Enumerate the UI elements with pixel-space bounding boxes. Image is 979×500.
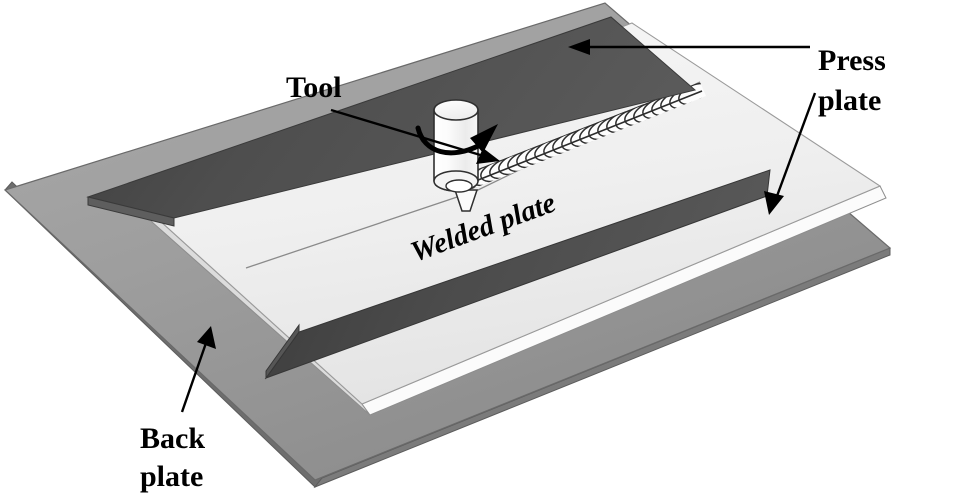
welded-plate [146, 22, 887, 416]
press-plate-leader-arrowhead [568, 39, 590, 55]
tool-shoulder-inner [445, 179, 473, 193]
back-plate-leader-arrowhead [197, 326, 216, 349]
rotation-arrow [415, 124, 498, 156]
label-press-plate-line1: Press [818, 44, 886, 77]
press-plate-leader-line-2 [775, 92, 817, 197]
press-plate-upper [86, 16, 697, 227]
press-plate-lower [264, 169, 771, 380]
back-plate-leader-line [180, 342, 208, 413]
tool-top-cap [433, 99, 479, 121]
fsw-tool [433, 99, 479, 212]
press-plate-lower-bar-end [265, 323, 300, 380]
tool-leader-line [330, 108, 488, 159]
label-back-plate-line2: plate [140, 460, 203, 493]
label-press-plate-line2: plate [818, 84, 881, 117]
rotation-arrow-curve [415, 125, 483, 156]
tool-leader-arrowhead [476, 148, 500, 164]
rotation-arrow-head [470, 124, 498, 153]
press-plate-upper-bar-front [87, 196, 175, 227]
leader-lines [180, 39, 817, 413]
label-back-plate-line1: Back [140, 422, 205, 455]
label-tool: Tool [286, 71, 342, 104]
press-plate-leader-arrowhead-2 [764, 191, 784, 215]
